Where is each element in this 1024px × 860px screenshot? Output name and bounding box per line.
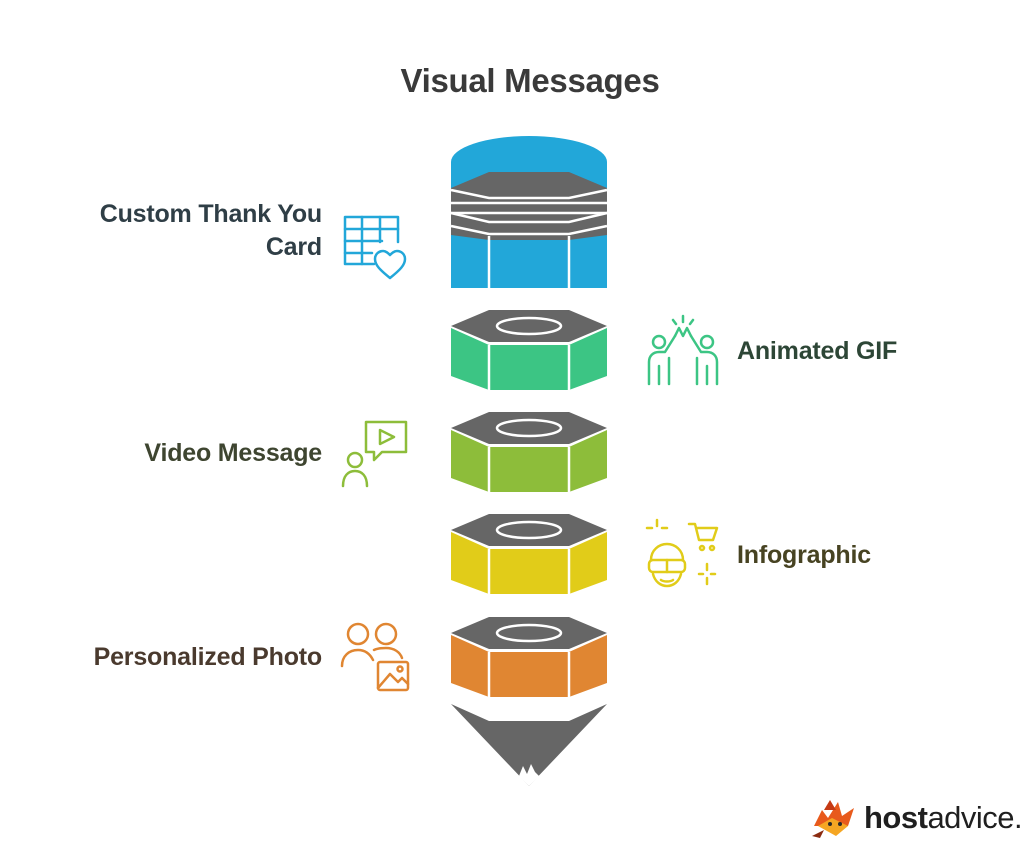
segment-video-message xyxy=(451,412,607,492)
hex-cap xyxy=(451,514,607,546)
page-title: Visual Messages xyxy=(400,62,660,99)
vr-shopping-icon xyxy=(645,518,719,588)
label-animated-gif: Animated GIF xyxy=(737,337,898,365)
label-infographic: Infographic xyxy=(737,541,871,569)
card-heart-icon xyxy=(343,215,407,280)
segment-animated-gif xyxy=(451,310,607,390)
hex-cap xyxy=(451,617,607,649)
segment-infographic xyxy=(451,514,607,594)
pencil-lead-break xyxy=(519,764,539,786)
label-personalized-photo: Personalized Photo xyxy=(93,643,323,671)
video-message-icon xyxy=(341,420,408,488)
segment-custom-thank-you-card xyxy=(450,136,608,288)
hostadvice-logo: hostadvice. xyxy=(808,796,1023,840)
label-line: Card xyxy=(265,233,322,261)
brand-text: hostadvice. xyxy=(864,800,1023,835)
label-custom-thank-you-card: Custom Thank You Card xyxy=(40,198,322,264)
people-photo-icon xyxy=(340,622,410,692)
label-line: Custom Thank You xyxy=(99,200,322,228)
high-five-icon xyxy=(647,314,719,386)
label-video-message: Video Message xyxy=(144,439,322,467)
fox-logo-icon xyxy=(812,800,854,838)
hex-cap xyxy=(451,412,607,444)
segment-personalized-photo xyxy=(451,617,607,697)
pencil-tip xyxy=(451,704,607,786)
hex-cap xyxy=(451,310,607,342)
